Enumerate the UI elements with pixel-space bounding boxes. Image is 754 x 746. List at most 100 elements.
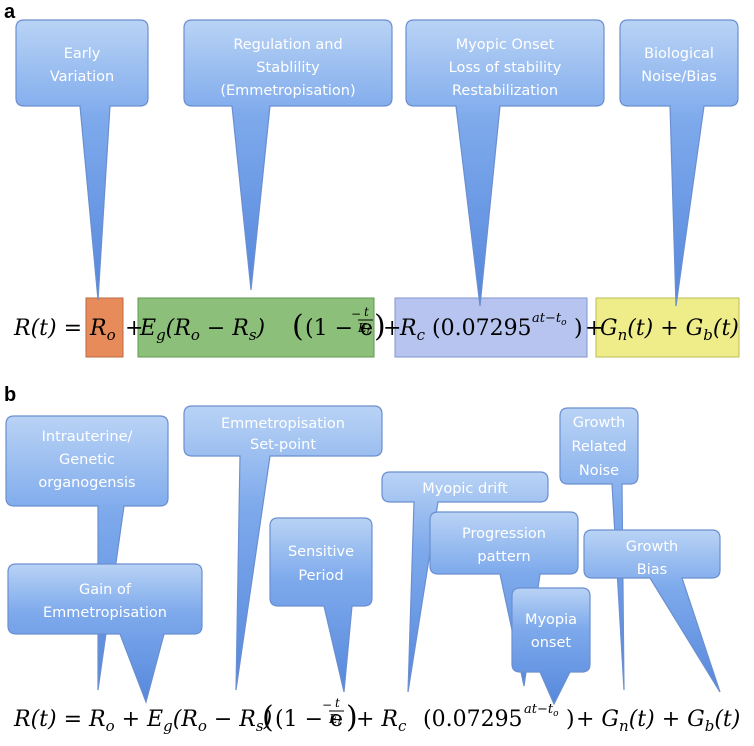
eq-plus: +: [585, 316, 603, 341]
eq-part: (R: [173, 707, 198, 732]
eq-part: at−t: [532, 311, 562, 326]
eq-subscript: o: [198, 717, 207, 735]
eq-part: R(t) = R: [13, 707, 106, 732]
eq-lhs: R(t) =: [13, 316, 82, 341]
callout-myopic-onset: Myopic Onset Loss of stability Restabili…: [405, 19, 605, 307]
eq-symbol: E: [139, 316, 156, 341]
eq-part: − R: [207, 707, 256, 732]
eq-part: (t) + G: [629, 707, 705, 732]
eq-exponent: at−to: [532, 311, 567, 328]
eq-symbol: R: [399, 316, 417, 341]
callout-label: Myopic drift: [422, 481, 508, 497]
eq-subscript: n: [619, 717, 629, 735]
eq-subscript: g: [156, 326, 166, 344]
callout-label: Myopia: [525, 612, 577, 628]
callout-myopic-drift: Myopic drift: [381, 471, 549, 693]
eq-part: ): [256, 316, 266, 341]
eq-part: ): [263, 707, 273, 732]
eq-subscript: s: [249, 326, 257, 344]
eq-part: − R: [200, 316, 249, 341]
noise-bias-box: [595, 297, 740, 358]
callout-label: Genetic: [59, 452, 115, 468]
callout-label: Period: [298, 568, 343, 584]
eq-b-tail: + Gn(t) + Gb(t): [576, 707, 740, 735]
callout-setpoint: Emmetropisation Set-point: [183, 405, 383, 691]
callout-label: Biological: [644, 46, 714, 62]
eq-plus: +: [125, 316, 143, 341]
eq-subscript: t: [338, 718, 342, 728]
callout-label: Loss of stability: [449, 60, 562, 76]
callout-growth-bias: Growth Bias: [583, 529, 721, 693]
early-variation-box: [85, 297, 124, 358]
eq-part: + G: [576, 707, 619, 732]
callout-label: organogensis: [38, 475, 135, 491]
panel-a-letter: a: [4, 1, 16, 23]
eq-part: (0.07295: [432, 316, 532, 341]
callout-label: Variation: [50, 69, 114, 85]
eq-exp-num: t: [364, 305, 369, 319]
callout-label: Myopic Onset: [456, 37, 555, 53]
eq-subscript: o: [107, 326, 116, 344]
eq-term-rc: Rc: [399, 316, 426, 344]
callout-label: Intrauterine/: [42, 429, 133, 445]
callout-gain: Gain of Emmetropisation: [7, 563, 203, 704]
eq-part: (t): [713, 316, 739, 341]
callout-label: (Emmetropisation): [220, 83, 355, 99]
callout-label: pattern: [477, 549, 530, 565]
eq-subscript: t: [367, 327, 371, 337]
eq-b-main: R(t) = Ro + Eg(Ro − Rs): [13, 707, 272, 735]
callout-progression: Progression pattern: [429, 511, 579, 687]
eq-exp-den: Et: [328, 712, 342, 728]
myopic-onset-box: [394, 297, 588, 358]
eq-symbol: E: [357, 321, 367, 335]
eq-subscript: c: [417, 326, 426, 344]
callout-label: Regulation and: [233, 37, 342, 53]
eq-bracket-close: ): [374, 309, 386, 344]
eq-exp-minus: −: [322, 698, 332, 712]
callout-label: Bias: [637, 562, 667, 578]
eq-plus: +: [383, 316, 401, 341]
eq-part: at−t: [524, 702, 554, 717]
eq-close: ): [566, 707, 575, 732]
eq-subscript: b: [703, 326, 713, 344]
eq-exp-minus: −: [351, 307, 361, 321]
eq-subscript: o: [106, 717, 115, 735]
eq-close: ): [574, 316, 583, 341]
eq-term-eg: Eg(Ro − Rs): [139, 316, 265, 344]
eq-bracket-close: ): [346, 700, 358, 735]
eq-part: + R: [356, 707, 398, 732]
callout-label: Noise/Bias: [641, 69, 717, 85]
callout-myopia-onset: Myopia onset: [511, 587, 591, 706]
eq-symbol: R: [89, 316, 107, 341]
eq-exponent: at−to: [524, 702, 559, 719]
regulation-box: [137, 297, 375, 358]
eq-subscript: b: [705, 717, 715, 735]
callout-intrauterine: Intrauterine/ Genetic organogensis: [5, 415, 169, 691]
callout-growth-noise: Growth Related Noise: [559, 407, 639, 691]
eq-part: (t): [714, 707, 740, 732]
eq-bracket-open: (: [262, 700, 274, 735]
callout-biological-noise: Biological Noise/Bias: [619, 19, 739, 307]
callout-label: Sensitive: [288, 544, 354, 560]
callout-label: Related: [571, 439, 626, 455]
callout-regulation: Regulation and Stablility (Emmetropisati…: [183, 19, 393, 291]
callout-label: Gain of: [79, 582, 132, 598]
eq-base: (0.07295: [432, 316, 532, 341]
eq-base: (0.07295: [423, 707, 523, 732]
eq-subscript: n: [618, 326, 628, 344]
panel-b-letter: b: [4, 384, 16, 406]
eq-bracket-open: (: [292, 309, 304, 344]
callout-label: Restabilization: [452, 83, 558, 99]
eq-term-ro: Ro: [89, 316, 116, 344]
eq-exp-den: Et: [357, 321, 371, 337]
eq-part: + E: [115, 707, 163, 732]
eq-symbol: E: [328, 712, 338, 726]
eq-subscript: o: [561, 318, 567, 328]
callout-label: Growth: [573, 415, 626, 431]
equation-a: R(t) = Ro + Eg(Ro − Rs) ( (1 − e t Et − …: [13, 305, 739, 344]
callout-label: onset: [531, 635, 572, 651]
callout-label: Emmetropisation: [43, 605, 167, 621]
callout-label: Emmetropisation: [221, 416, 345, 432]
callout-sensitive-period: Sensitive Period: [269, 517, 373, 693]
